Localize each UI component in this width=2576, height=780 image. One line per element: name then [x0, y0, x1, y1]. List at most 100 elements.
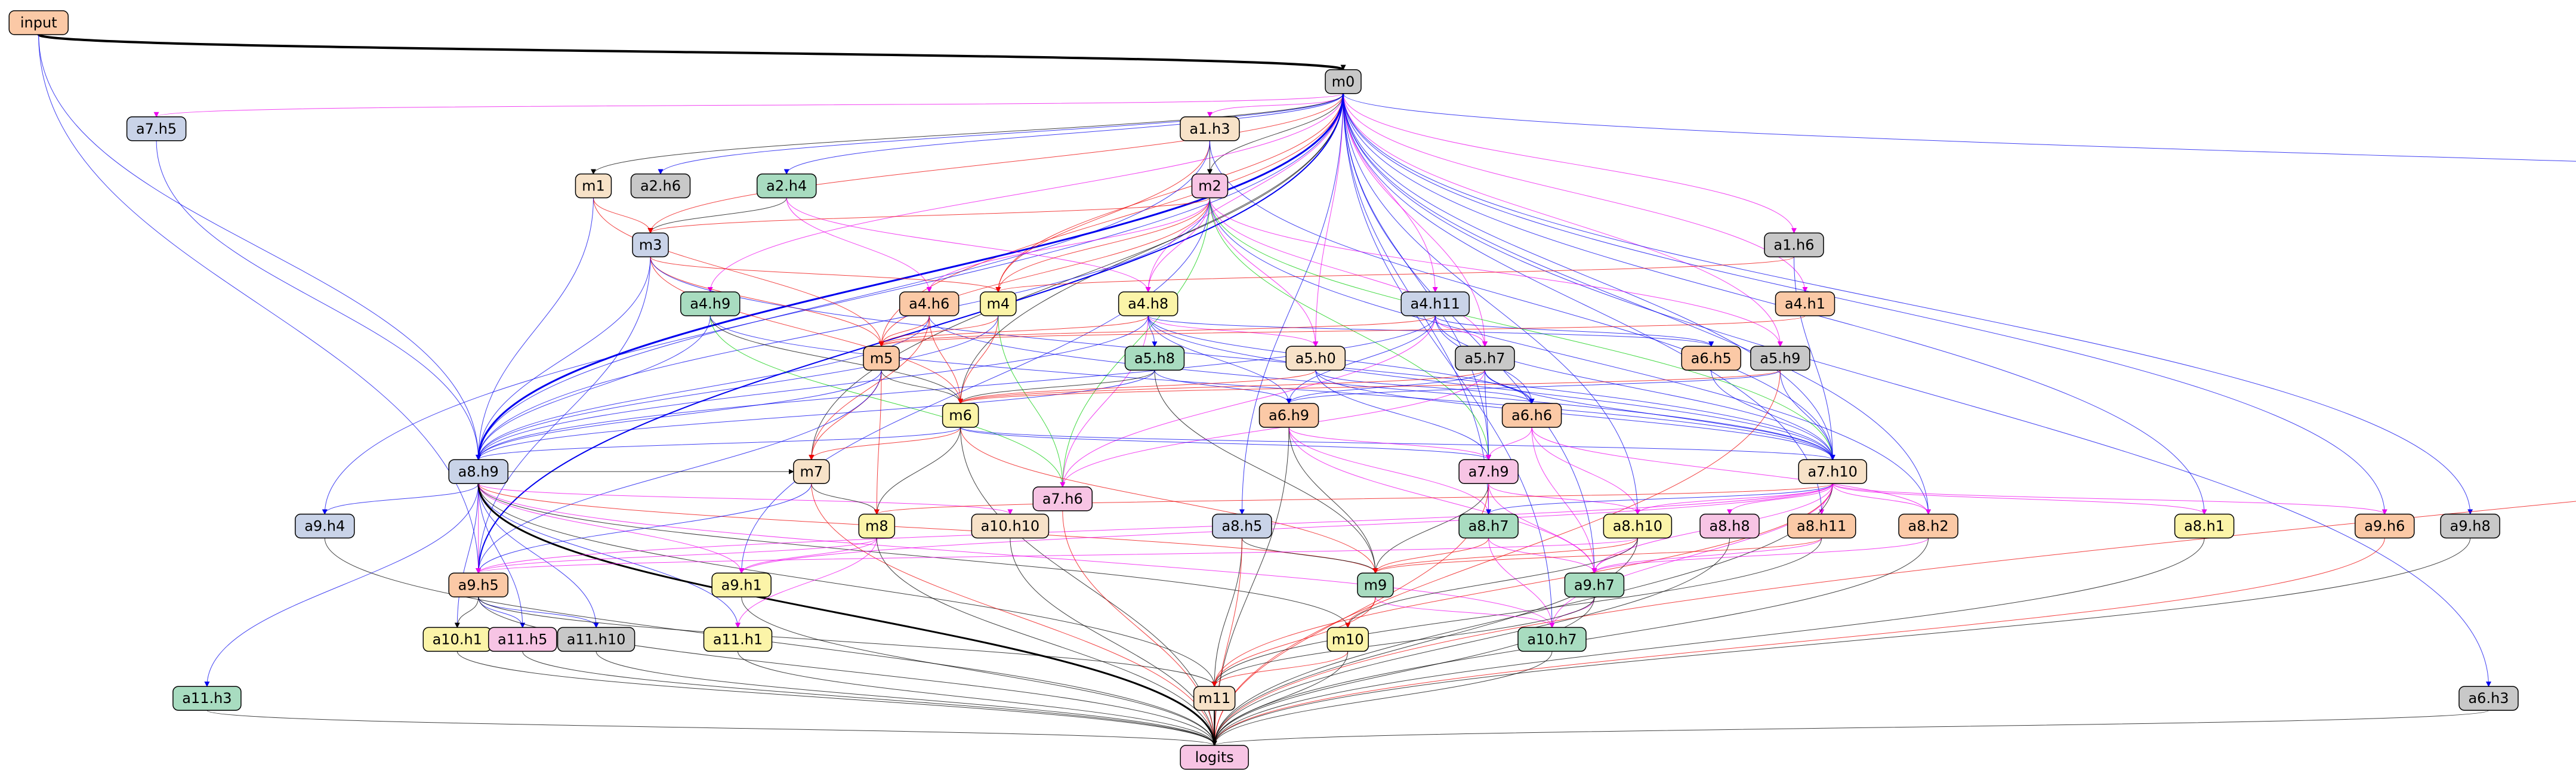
node-box: [1258, 403, 1319, 428]
edge-a7.h9-to-a9.h7: [1488, 483, 1597, 574]
edge-a4.h11-to-m5: [878, 315, 1436, 347]
edge-m0-to-a4.h9: [707, 93, 1344, 293]
edge-m8-to-a9.h5: [476, 538, 877, 574]
node-a7-h5: a7.h5: [126, 116, 187, 141]
edge-a11.h3-to-logits: [206, 710, 1217, 746]
node-a4-h1: a4.h1: [1775, 291, 1835, 316]
node-label: m5: [870, 350, 893, 366]
edge-a6.h3-to-logits: [1212, 710, 2489, 746]
node-a2-h6: a2.h6: [630, 173, 691, 199]
edge-m0-to-a8.h1: [1343, 93, 2207, 515]
edge-m2-to-a5.h0: [1209, 198, 1319, 347]
edge-a8.h11-to-a9.h7: [1591, 538, 1822, 574]
node-box: [448, 459, 508, 485]
node-box: [1285, 346, 1346, 371]
node-a11-h3: a11.h3: [172, 686, 242, 711]
edge-a2.h4-to-a4.h8: [786, 198, 1151, 293]
edge-a5.h0-to-m6: [958, 369, 1316, 404]
node-label: a8.h2: [1908, 517, 1949, 534]
edge-a7.h10-to-a9.h5: [476, 483, 1833, 574]
node-m1: m1: [575, 173, 612, 199]
edge-m8-to-logits: [876, 538, 1217, 746]
edge-m0-to-a1.h6: [1343, 93, 1797, 234]
edge-a5.h8-to-m9: [1154, 370, 1378, 574]
node-box: [942, 403, 979, 428]
node-a4-h6: a4.h6: [899, 291, 960, 316]
node-label: a9.h5: [458, 576, 499, 593]
node-label: a4.h8: [1128, 295, 1168, 312]
node-label: a11.h10: [567, 631, 626, 648]
edge-a5.h9-to-a6.h9: [1286, 369, 1781, 404]
node-label: a8.h1: [2184, 517, 2225, 534]
node-box: [1455, 346, 1515, 371]
node-label: a4.h9: [690, 295, 730, 312]
edge-a7.h7-to-logits: [1211, 501, 2576, 746]
edge-a8.h9-to-m11: [478, 483, 1217, 687]
edge-a8.h10-to-a9.h5: [476, 538, 1638, 574]
node-a8-h9: a8.h9: [448, 459, 508, 485]
edge-m0-to-a10.h7: [1343, 93, 1555, 628]
edge-m2-to-a4.h6: [926, 198, 1210, 293]
edge-a5.h9-to-a7.h10: [1779, 370, 1835, 461]
edge-a1.h3-to-a7.h10: [1209, 140, 1835, 461]
node-a11-h1: a11.h1: [703, 627, 773, 652]
edge-input-to-a8.h9: [38, 34, 482, 461]
node-box: [899, 291, 960, 316]
edge-a4.h1-to-m5: [878, 315, 1806, 347]
node-box: [1798, 459, 1867, 485]
edge-a8.h5-to-logits: [1211, 538, 1242, 746]
edge-a8.h9-to-a11.h1: [478, 483, 741, 628]
node-m10: m10: [1326, 627, 1369, 652]
node-a1-h6: a1.h6: [1764, 232, 1824, 258]
node-label: a6.h5: [1691, 350, 1732, 366]
edge-a8.h9-to-a10.h7: [478, 483, 1555, 628]
node-box: [1787, 513, 1856, 539]
node-box: [1325, 69, 1362, 94]
edge-m0-to-a2.h4: [783, 93, 1344, 175]
node-box: [1118, 291, 1179, 316]
node-a9-h7: a9.h7: [1564, 572, 1625, 597]
edge-m2-to-a8.h2: [1209, 198, 1932, 515]
edge-a4.h8-to-a8.h9: [476, 316, 1149, 461]
node-box: [971, 513, 1050, 539]
edge-m4-to-m5: [878, 316, 999, 347]
edge-m2-to-a7.h10: [1209, 198, 1835, 461]
edge-a6.h5-to-a7.h10: [1711, 370, 1835, 461]
node-box: [632, 232, 669, 258]
node-box: [1124, 346, 1185, 371]
node-box: [1326, 627, 1369, 652]
edge-a6.h6-to-a9.h7: [1531, 427, 1597, 574]
edge-m2-to-a4.h8: [1145, 198, 1210, 293]
edge-a8.h5-to-m11: [1211, 538, 1242, 687]
node-label: a7.h9: [1469, 463, 1509, 480]
node-box: [2174, 513, 2235, 539]
node-label: a4.h1: [1785, 295, 1825, 312]
edge-m3-to-a8.h9: [476, 257, 651, 461]
edge-m6-to-m8: [874, 427, 961, 515]
node-box: [1603, 513, 1673, 539]
node-a4-h9: a4.h9: [680, 291, 741, 316]
node-label: m11: [1198, 690, 1230, 707]
edge-m0-to-m1: [591, 93, 1344, 175]
node-a11-h10: a11.h10: [557, 627, 635, 652]
node-a11-h5: a11.h5: [488, 627, 557, 652]
edge-a9.h6-to-logits: [1211, 538, 2385, 746]
node-m5: m5: [863, 346, 900, 371]
node-box: [1775, 291, 1835, 316]
edge-m0-to-a7.h5: [154, 93, 1344, 118]
node-label: a5.h0: [1295, 350, 1336, 366]
node-a9-h6: a9.h6: [2355, 513, 2415, 539]
node-box: [980, 291, 1017, 316]
edge-m0-to-m7: [809, 93, 1344, 461]
edge-a5.h8-to-a8.h9: [476, 370, 1155, 461]
edge-m0-to-a8.h2: [1343, 93, 1932, 515]
edge-m2-to-m4: [995, 198, 1210, 293]
edge-m2-to-m3: [647, 198, 1210, 234]
edge-m0-to-a7.h10: [1343, 93, 1835, 461]
edge-m6-to-m9: [960, 427, 1378, 574]
edge-m0-to-a5.h9: [1343, 93, 1783, 347]
edge-m7-to-m8: [811, 483, 880, 515]
edge-a8.h2-to-a9.h7: [1591, 538, 1929, 574]
node-box: [1193, 686, 1236, 711]
node-a9-h5: a9.h5: [448, 572, 508, 597]
